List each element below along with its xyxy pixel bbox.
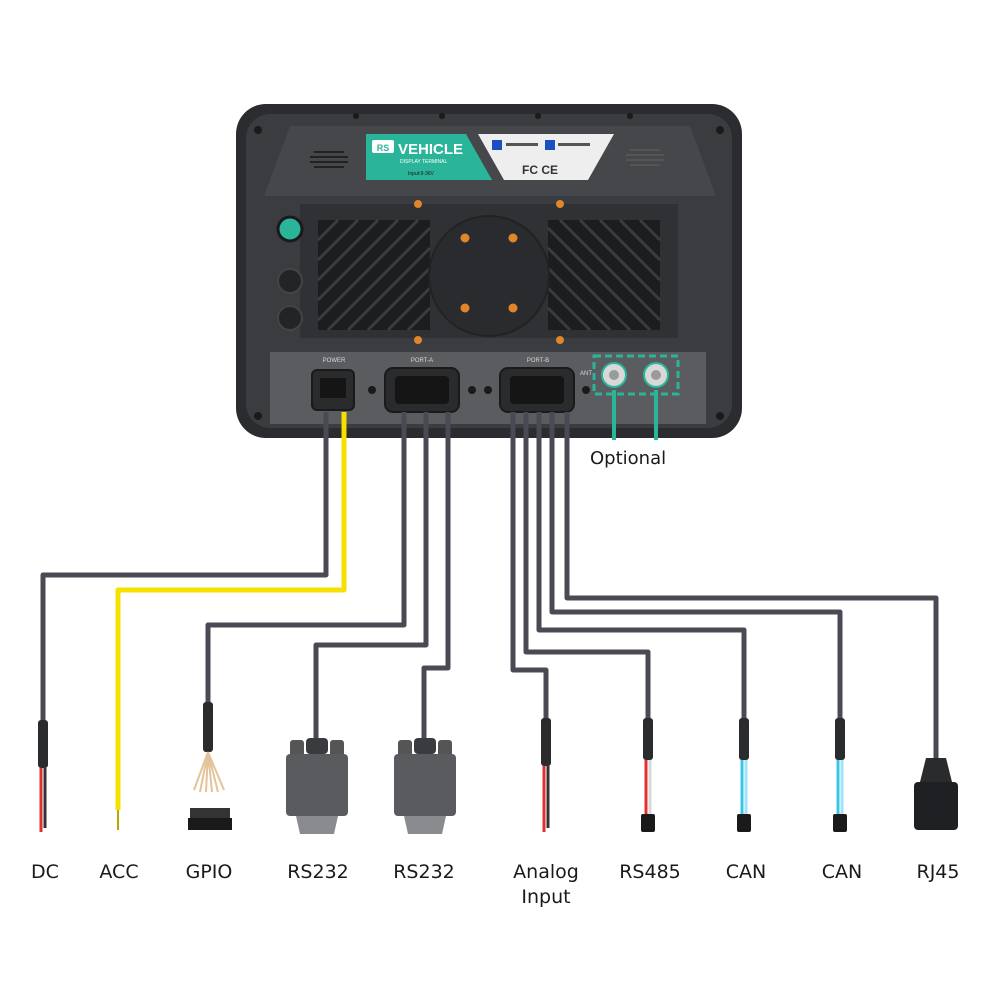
side-button-down[interactable]: [277, 305, 303, 331]
port-caption-port-b: PORT-B: [527, 358, 549, 364]
vesa-mount-plate: [428, 215, 550, 337]
input-rating: Input:9-36V: [408, 171, 435, 177]
qr-code-icon: [545, 140, 555, 150]
cable-gpio: [205, 412, 407, 705]
label-rs232-b: RS232: [393, 861, 455, 883]
label-dc: DC: [31, 861, 59, 883]
bare-wire-icon: [38, 720, 48, 832]
cable-rs232-a: [313, 412, 429, 742]
label-analog-line1: Analog: [513, 861, 579, 883]
cable-can-b: [549, 412, 843, 722]
cable-rj45: [564, 412, 939, 760]
db9-connector-icon: [394, 738, 456, 834]
port-caption-port-a: PORT-A: [411, 358, 433, 364]
label-analog-line2: Input: [521, 886, 571, 908]
label-gpio: GPIO: [185, 861, 233, 883]
vent-grille-right: [546, 218, 662, 332]
side-button-up[interactable]: [277, 268, 303, 294]
cable-analog: [510, 412, 549, 722]
bare-wire-icon: [541, 718, 551, 832]
label-acc: ACC: [99, 861, 139, 883]
brand-badge: RS: [377, 143, 390, 153]
label-rs232-a: RS232: [287, 861, 349, 883]
cable-acc: [115, 412, 347, 810]
speaker-grille-right: [626, 149, 664, 166]
cable-routing: [40, 390, 939, 810]
device-subtitle: DISPLAY TERMINAL: [400, 159, 447, 165]
vehicle-terminal-device: RS VEHICLE DISPLAY TERMINAL Input:9-36V …: [236, 104, 742, 438]
label-rs485: RS485: [619, 861, 681, 883]
cable-dc: [40, 412, 329, 722]
qr-code-icon: [492, 140, 502, 150]
label-can-a: CAN: [725, 861, 767, 883]
cable-can-a: [536, 412, 747, 722]
cert-marks: FC CE: [522, 163, 558, 177]
optional-antenna-box: [592, 354, 680, 396]
brand-label-plate: [366, 134, 492, 180]
cable-rs232-b: [421, 412, 451, 742]
twin-wire-plug-icon: [641, 718, 655, 832]
mount-screws: [414, 200, 564, 344]
optional-label: Optional: [590, 448, 667, 469]
twin-wire-plug-icon: [833, 718, 847, 832]
port-caption-antenna: ANT: [580, 371, 592, 377]
rj45-plug-icon: [914, 758, 958, 830]
speaker-grille-left: [310, 151, 348, 168]
case-screws: [254, 113, 724, 420]
port-caption-power: POWER: [323, 358, 346, 364]
vent-grille-left: [316, 218, 432, 332]
db9-connector-icon: [286, 738, 348, 834]
label-analog-input: Analog Input: [506, 860, 586, 910]
label-rj45: RJ45: [916, 861, 960, 883]
label-can-b: CAN: [821, 861, 863, 883]
power-button[interactable]: [276, 215, 304, 243]
device-title: VEHICLE: [398, 141, 463, 158]
twin-wire-plug-icon: [737, 718, 751, 832]
multi-wire-header-icon: [188, 702, 232, 830]
cable-rs485: [523, 412, 651, 722]
